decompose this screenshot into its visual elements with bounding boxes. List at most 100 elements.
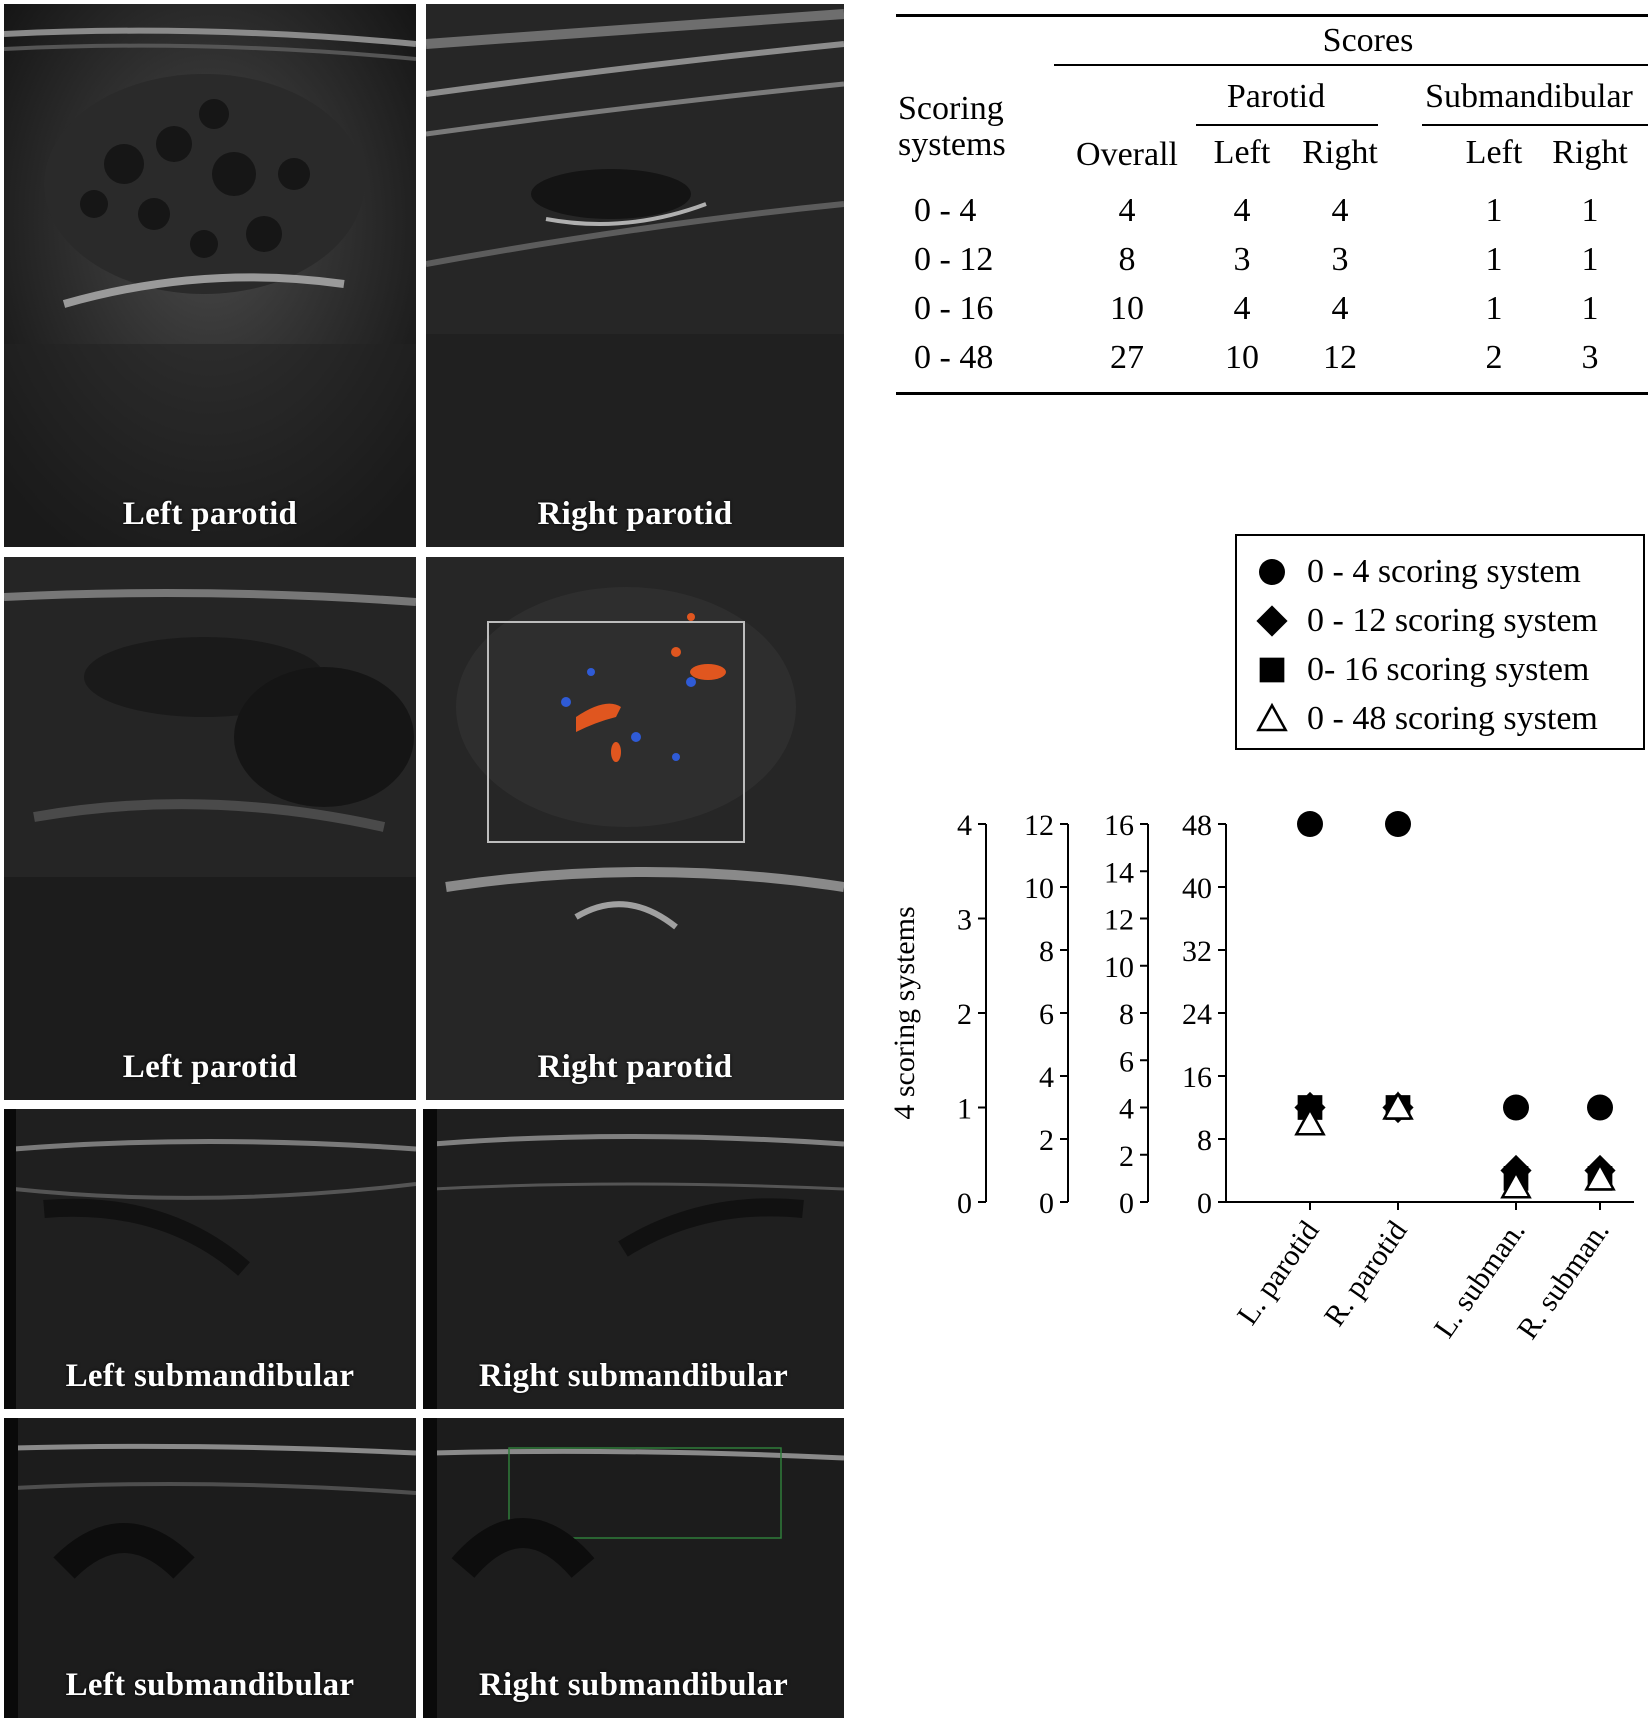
y-axis-title: 4 scoring systems (890, 906, 921, 1119)
y-tick-label: 8 (1197, 1124, 1212, 1157)
x-tick-label: R. parotid (1318, 1215, 1414, 1332)
table-cell-p-right: 3 (1331, 241, 1349, 278)
table-cell-system: 0 - 12 (914, 241, 994, 278)
scores-rule (1054, 64, 1648, 66)
table-cell-system: 0 - 4 (914, 192, 977, 229)
legend-entry: 0 - 12 scoring system (1255, 601, 1598, 641)
circle-marker (1259, 559, 1285, 585)
y-tick-label: 12 (1024, 809, 1054, 842)
triangle-open-marker (1256, 702, 1288, 732)
table-cell-p-left: 4 (1233, 192, 1251, 229)
parotid-header: Parotid (1226, 78, 1326, 115)
y-tick-label: 4 (1119, 1093, 1134, 1126)
y-tick-label: 24 (1182, 998, 1212, 1031)
panel-caption: Left submandibular (65, 1358, 355, 1394)
ultrasound-left-submandibular-1: Left submandibular (4, 1109, 416, 1409)
parotid-left-header: Left (1213, 134, 1271, 171)
data-point-triangle-open (1382, 1091, 1414, 1120)
table-cell-s-right: 1 (1581, 192, 1599, 229)
table-cell-s-right: 3 (1581, 339, 1599, 376)
y-tick-label: 4 (957, 809, 972, 842)
table-cell-p-right: 12 (1323, 339, 1357, 376)
y-tick-label: 14 (1104, 856, 1134, 889)
y-tick-label: 8 (1039, 935, 1054, 968)
chart-legend: 0 - 4 scoring system 0 - 12 scoring syste… (1235, 534, 1645, 750)
y-tick-label: 2 (1119, 1140, 1134, 1173)
ultrasound-right-parotid-grayscale: Right parotid (426, 4, 844, 547)
panel-caption: Left parotid (122, 496, 298, 532)
table-cell-overall: 10 (1110, 290, 1144, 327)
table-cell-s-left: 1 (1485, 290, 1503, 327)
panel-caption: Left submandibular (65, 1667, 355, 1703)
legend-label: 0 - 48 scoring system (1307, 700, 1598, 737)
y-tick-label: 10 (1104, 951, 1134, 984)
scoring-table: Scores Scoring systems Parotid Submandib… (896, 12, 1648, 397)
table-cell-s-left: 1 (1485, 192, 1503, 229)
y-tick-label: 3 (957, 904, 972, 937)
table-bottom-rule (896, 392, 1648, 395)
y-tick-label: 40 (1182, 872, 1212, 905)
table-cell-p-left: 3 (1233, 241, 1251, 278)
y-tick-label: 2 (957, 998, 972, 1031)
legend-entry: 0 - 4 scoring system (1255, 552, 1581, 592)
ultrasound-right-parotid-doppler: Right parotid (426, 557, 844, 1100)
x-tick-label: L. parotid (1231, 1215, 1326, 1331)
y-tick-label: 8 (1119, 998, 1134, 1031)
data-point-triangle-open (1584, 1162, 1616, 1191)
y-tick-label: 0 (1119, 1187, 1134, 1220)
square-marker-icon (1259, 657, 1285, 683)
legend-label: 0 - 12 scoring system (1307, 602, 1598, 639)
y-tick-label: 0 (1039, 1187, 1054, 1220)
chart-svg: 4 scoring systems01234024681012024681012… (888, 809, 1634, 1345)
legend-label: 0 - 4 scoring system (1307, 553, 1581, 590)
table-cell-system: 0 - 48 (914, 339, 994, 376)
table-cell-overall: 8 (1118, 241, 1136, 278)
data-point-circle (1587, 1094, 1613, 1121)
triangle-open-marker-icon (1256, 702, 1288, 732)
ultrasound-left-parotid-measured: Left parotid (4, 557, 416, 1100)
ultrasound-left-submandibular-2: Left submandibular (4, 1418, 416, 1718)
y-tick-label: 4 (1039, 1061, 1054, 1094)
table-cell-s-right: 1 (1581, 241, 1599, 278)
scoring-systems-header-line1: Scoring (898, 90, 1004, 127)
y-tick-label: 48 (1182, 809, 1212, 842)
overall-header: Overall (1076, 136, 1178, 173)
y-tick-label: 6 (1119, 1045, 1134, 1078)
ultrasound-left-parotid-grayscale: Left parotid (4, 4, 416, 547)
data-point-circle (1385, 811, 1411, 837)
y-tick-label: 6 (1039, 998, 1054, 1031)
parotid-rule (1196, 124, 1378, 126)
y-tick-label: 1 (957, 1093, 972, 1126)
table-top-rule (896, 14, 1648, 17)
table-cell-p-left: 10 (1225, 339, 1259, 376)
data-point-triangle-open (1500, 1170, 1532, 1199)
diamond-marker-icon (1256, 605, 1288, 637)
submandibular-rule (1422, 124, 1648, 126)
parotid-right-header: Right (1302, 134, 1378, 171)
y-tick-label: 32 (1182, 935, 1212, 968)
panel-caption: Right submandibular (478, 1667, 789, 1703)
panel-caption: Left parotid (122, 1049, 298, 1085)
table-cell-s-right: 1 (1581, 290, 1599, 327)
circle-marker-icon (1259, 559, 1285, 585)
y-tick-label: 2 (1039, 1124, 1054, 1157)
legend-entry: 0- 16 scoring system (1255, 650, 1589, 690)
y-tick-label: 0 (957, 1187, 972, 1220)
data-point-circle (1503, 1094, 1529, 1121)
table-cell-overall: 4 (1118, 192, 1136, 229)
y-tick-label: 16 (1182, 1061, 1212, 1094)
legend-label: 0- 16 scoring system (1307, 651, 1590, 688)
table-cell-p-right: 4 (1331, 192, 1349, 229)
y-tick-label: 10 (1024, 872, 1054, 905)
panel-caption: Right parotid (537, 1049, 733, 1085)
square-marker (1259, 657, 1285, 683)
table-cell-p-left: 4 (1233, 290, 1251, 327)
ultrasound-right-submandibular-1: Right submandibular (423, 1109, 844, 1409)
data-point-circle (1297, 811, 1323, 837)
sub-right-header: Right (1552, 134, 1628, 171)
y-tick-label: 12 (1104, 904, 1134, 937)
legend-entry: 0 - 48 scoring system (1255, 699, 1598, 739)
table-cell-s-left: 2 (1485, 339, 1503, 376)
data-point-triangle-open (1294, 1107, 1326, 1136)
